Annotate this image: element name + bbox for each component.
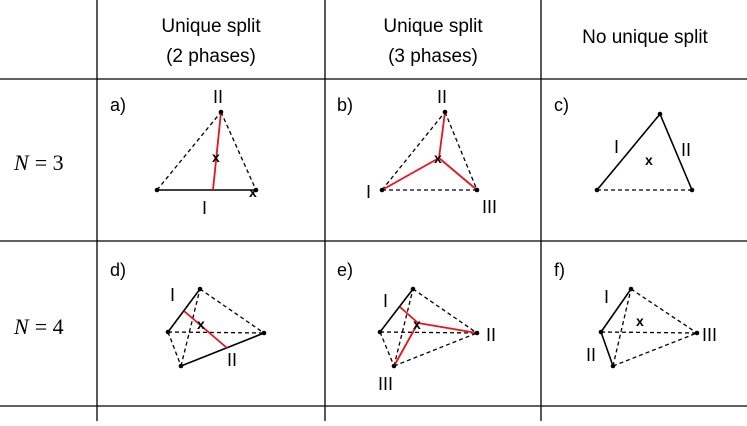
- panel-b-tag: b): [337, 95, 353, 115]
- panel-d-tie-line: [183, 310, 228, 349]
- row2-n-value: = 4: [35, 314, 64, 339]
- row2-n-symbol: N: [13, 314, 30, 339]
- panel-b-label-top: II: [437, 87, 447, 107]
- panel-a-tag: a): [110, 95, 126, 115]
- panel-b-tie-left: [381, 157, 440, 191]
- panel-c-x-marker: x: [645, 152, 653, 168]
- panel-a-label-top: II: [213, 87, 223, 107]
- panel-c-tag: c): [554, 95, 569, 115]
- panel-b-tie-right: [438, 157, 478, 191]
- panel-b-x-marker: x: [434, 150, 442, 166]
- panel-f: f) x I II III: [554, 260, 717, 369]
- panel-b-tie-top: [438, 111, 446, 159]
- panel-b-label-right: III: [482, 197, 497, 217]
- row1-label: N= 3: [13, 150, 64, 175]
- panel-d-label-bottom: II: [227, 350, 237, 370]
- panel-e-x-marker: x: [413, 316, 421, 332]
- panel-b: b) x II I III: [337, 87, 497, 217]
- panel-a-tie-line: [212, 111, 222, 191]
- row2-label: N= 4: [13, 314, 64, 339]
- panel-f-label-top: I: [604, 287, 609, 307]
- panel-e-tie-top: [399, 306, 419, 324]
- header-col2-line1: Unique split: [383, 16, 483, 37]
- panel-e-label-right: II: [486, 325, 496, 345]
- panel-a: a) x x II I: [110, 87, 259, 218]
- panel-e-tie-bottom: [393, 322, 419, 367]
- header-col1-line1: Unique split: [161, 16, 261, 37]
- row1-n-symbol: N: [13, 150, 30, 175]
- panel-d-tag: d): [110, 260, 126, 280]
- panel-c: c) x I II: [554, 95, 695, 193]
- panel-d-x-marker: x: [197, 316, 205, 332]
- panel-a-x-marker: x: [212, 149, 220, 165]
- panel-a-label-bottom: I: [202, 198, 207, 218]
- panel-d: d) x I II: [110, 260, 267, 370]
- panel-e-tag: e): [337, 260, 353, 280]
- panel-f-tag: f): [554, 260, 565, 280]
- panel-d-label-top: I: [170, 285, 175, 305]
- panel-c-label-right: II: [681, 140, 691, 160]
- header-col3: No unique split: [582, 27, 708, 48]
- panel-a-x-marker-right: x: [249, 184, 257, 200]
- panel-e-label-bottom: III: [378, 374, 393, 394]
- panel-e-label-top: I: [383, 291, 388, 311]
- panel-b-label-left: I: [366, 182, 371, 202]
- header-col2-line2: (3 phases): [388, 46, 478, 67]
- panel-e: e) x I II III: [337, 260, 496, 394]
- panel-f-label-bottom: II: [586, 345, 596, 365]
- panel-f-label-right: III: [702, 325, 717, 345]
- row1-n-value: = 3: [35, 150, 64, 175]
- panel-f-x-marker: x: [636, 313, 644, 329]
- header-col1-line2: (2 phases): [166, 46, 256, 67]
- panel-e-tie-right: [417, 322, 478, 334]
- panel-c-label-left: I: [614, 137, 619, 157]
